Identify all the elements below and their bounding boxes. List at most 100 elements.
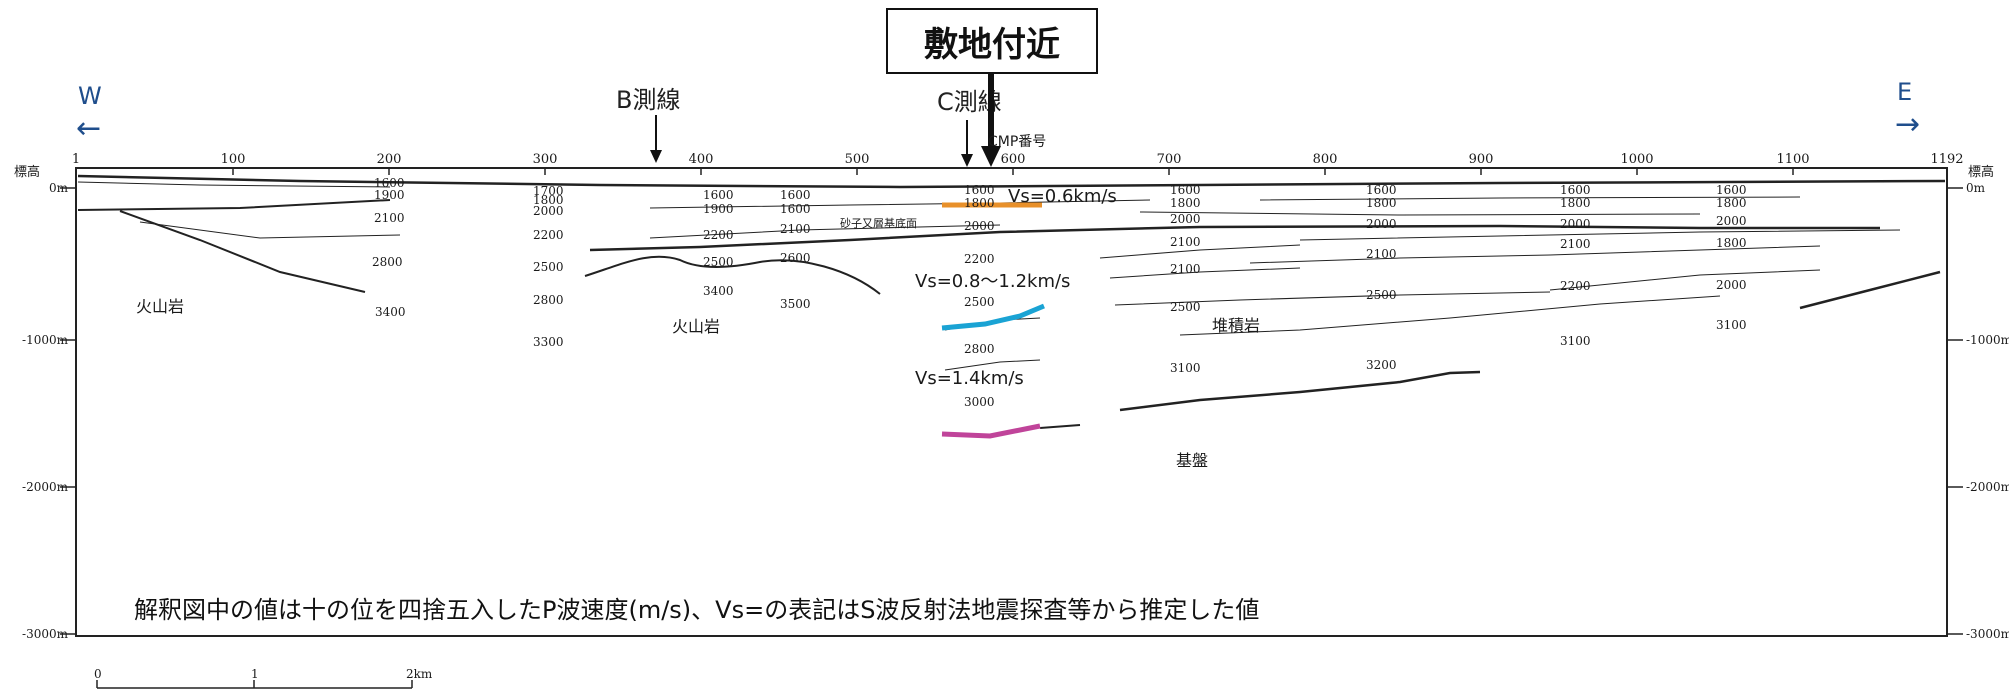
- y-axis: 0m 0m -1000m -1000m -2000m -2000m -3000m -3000m: [22, 181, 2009, 641]
- velocity-label: 2800: [372, 255, 403, 269]
- y-tick-label: 0m: [49, 181, 69, 195]
- site-vicinity-callout: 敷地付近: [886, 8, 1098, 74]
- east-arrow-icon: →: [1895, 107, 1921, 142]
- arrow-c-icon: [961, 120, 973, 167]
- velocity-label: 3400: [375, 305, 406, 319]
- y-tick-label: 0m: [1966, 181, 1986, 195]
- y-tick-label: -1000m: [22, 333, 69, 347]
- velocity-label: 1600: [1366, 183, 1397, 197]
- velocity-label: 1800: [533, 193, 564, 207]
- velocity-label: 2600: [780, 251, 811, 265]
- arrow-b-icon: [650, 115, 662, 163]
- x-tick-label: 900: [1469, 152, 1494, 167]
- y-tick-label: -1000m: [1966, 333, 2009, 347]
- velocity-label: 1600: [1170, 183, 1201, 197]
- x-tick-label: 1: [72, 152, 80, 167]
- velocity-label: 3100: [1560, 334, 1591, 348]
- velocity-label: 2100: [1170, 262, 1201, 276]
- rock-label-volcanic-2: 火山岩: [672, 317, 720, 336]
- velocity-label: 3300: [533, 335, 564, 349]
- velocity-label: 1600: [1716, 183, 1747, 197]
- x-tick-label: 1192: [1930, 152, 1963, 167]
- velocity-label: 1600: [780, 188, 811, 202]
- velocity-label: 1600: [780, 202, 811, 216]
- velocity-label: 3400: [703, 284, 734, 298]
- interpretation-note: 解釈図中の値は十の位を四捨五入したP波速度(m/s)、Vs=の表記はS波反射法地…: [134, 596, 1260, 624]
- x-tick-label: 1100: [1776, 152, 1809, 167]
- y-tick-label: -2000m: [22, 480, 69, 494]
- velocity-label: 1800: [964, 196, 995, 210]
- rock-label-basement: 基盤: [1176, 451, 1208, 470]
- velocity-label: 2200: [533, 228, 564, 242]
- velocity-label: 1800: [1716, 196, 1747, 210]
- sand-layer-label: 砂子又層基底面: [840, 216, 917, 230]
- velocity-label: 2500: [1366, 288, 1397, 302]
- west-arrow-icon: ←: [76, 111, 102, 146]
- velocity-label: 1800: [1366, 196, 1397, 210]
- x-tick-label: 700: [1157, 152, 1182, 167]
- vs-label-1: Vs=0.6km/s: [1008, 186, 1117, 207]
- velocity-label: 2100: [1560, 237, 1591, 251]
- vs-label-3: Vs=1.4km/s: [915, 368, 1024, 389]
- velocity-label: 2100: [780, 222, 811, 236]
- velocity-label: 2200: [964, 252, 995, 266]
- survey-line-b-label: B測線: [616, 86, 681, 114]
- velocity-label: 2500: [964, 295, 995, 309]
- velocity-label: 2100: [374, 211, 405, 225]
- velocity-label: 2100: [1366, 247, 1397, 261]
- velocity-label: 2000: [1716, 278, 1747, 292]
- rock-label-volcanic-1: 火山岩: [136, 297, 184, 316]
- velocity-label: 2500: [1170, 300, 1201, 314]
- scale-start: 0: [94, 667, 102, 681]
- scale-bar: 0 1 2km: [94, 667, 433, 689]
- section-frame: [75, 167, 1948, 637]
- callout-text: 敷地付近: [924, 24, 1060, 65]
- velocity-label: 3100: [1716, 318, 1747, 332]
- velocity-label: 3000: [964, 395, 995, 409]
- velocity-label: 2500: [703, 255, 734, 269]
- vs-label-2: Vs=0.8～1.2km/s: [915, 271, 1070, 292]
- velocity-label: 2200: [1560, 279, 1591, 293]
- velocity-label: 1600: [1560, 183, 1591, 197]
- y-tick-label: -3000m: [22, 627, 69, 641]
- elevation-label-left: 標高: [14, 164, 40, 180]
- elevation-label-right: 標高: [1968, 164, 1994, 180]
- scale-end: 2km: [406, 667, 433, 681]
- velocity-label: 1900: [703, 202, 734, 216]
- velocity-label: 1900: [374, 188, 405, 202]
- rock-label-sedimentary: 堆積岩: [1212, 316, 1260, 335]
- velocity-label: 2000: [1366, 217, 1397, 231]
- x-tick-label: 100: [221, 152, 246, 167]
- x-tick-label: 800: [1313, 152, 1338, 167]
- vs-line-2: [941, 303, 1045, 331]
- velocity-label: 3100: [1170, 361, 1201, 375]
- vs-line-3: [941, 423, 1041, 439]
- layer-boundaries: [77, 174, 1946, 429]
- x-tick-label: 200: [377, 152, 402, 167]
- velocity-label: 2800: [533, 293, 564, 307]
- west-label: W: [78, 82, 102, 110]
- velocity-label: 1600: [374, 176, 405, 190]
- velocity-label: 2000: [533, 204, 564, 218]
- cmp-number-label: CMP番号: [988, 134, 1046, 150]
- velocity-label: 3200: [1366, 358, 1397, 372]
- y-tick-label: -2000m: [1966, 480, 2009, 494]
- velocity-label: 2100: [1170, 235, 1201, 249]
- x-tick-label: 400: [689, 152, 714, 167]
- x-tick-label: 500: [845, 152, 870, 167]
- velocity-label: 1800: [1560, 196, 1591, 210]
- velocity-label: 1800: [1170, 196, 1201, 210]
- scale-mid: 1: [251, 667, 259, 681]
- velocity-label: 3500: [780, 297, 811, 311]
- velocity-label: 1600: [964, 183, 995, 197]
- velocity-label: 2000: [1716, 214, 1747, 228]
- velocity-label: 2800: [964, 342, 995, 356]
- velocity-label: 1600: [703, 188, 734, 202]
- velocity-label: 1800: [1716, 236, 1747, 250]
- velocity-label: 1700: [533, 184, 564, 198]
- x-tick-label: 1000: [1620, 152, 1653, 167]
- east-label: E: [1897, 78, 1913, 106]
- y-tick-label: -3000m: [1966, 627, 2009, 641]
